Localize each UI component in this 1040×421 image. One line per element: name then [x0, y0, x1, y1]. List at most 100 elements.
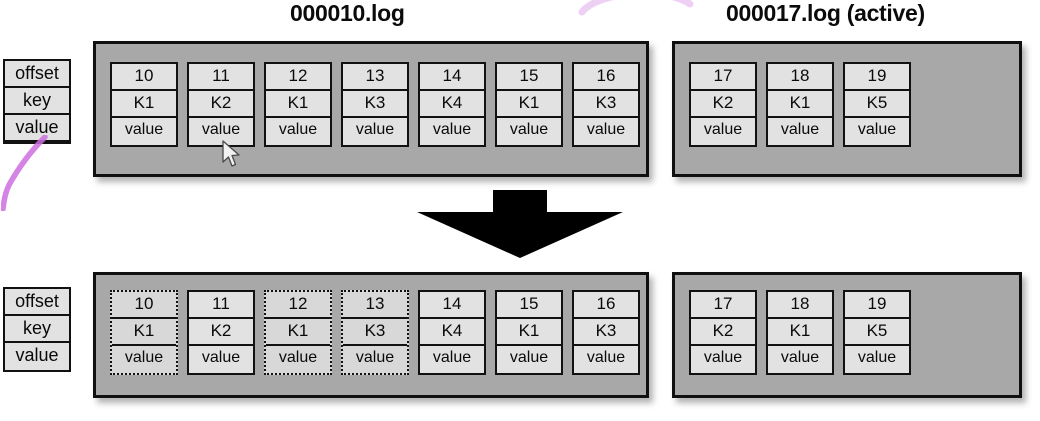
record-value: value [574, 118, 638, 145]
record-value: value [691, 346, 755, 373]
record-key: K3 [343, 319, 407, 346]
record-offset: 15 [497, 64, 561, 91]
record-value: value [266, 118, 330, 145]
record-value: value [497, 118, 561, 145]
record-key: K3 [343, 91, 407, 118]
record-value: value [845, 346, 909, 373]
record-offset: 17 [691, 64, 755, 91]
record-key: K2 [691, 319, 755, 346]
record-value: value [497, 346, 561, 373]
record-key: K1 [266, 319, 330, 346]
magenta-annotation-stroke [1, 135, 48, 211]
record-offset: 18 [768, 292, 832, 319]
record-offset: 16 [574, 64, 638, 91]
record-key: K2 [189, 319, 253, 346]
record-key: K1 [497, 91, 561, 118]
record-offset: 14 [420, 64, 484, 91]
legend-value-label: value [5, 343, 69, 370]
record-value: value [420, 346, 484, 373]
record-key: K2 [189, 91, 253, 118]
mouse-pointer-icon [222, 140, 240, 167]
record-key: K3 [574, 91, 638, 118]
record-value: value [266, 346, 330, 373]
record-key: K1 [266, 91, 330, 118]
record-key: K5 [845, 91, 909, 118]
record-key: K4 [420, 91, 484, 118]
record-value: value [343, 118, 407, 145]
record-key: K4 [420, 319, 484, 346]
record-value: value [112, 346, 176, 373]
record-value: value [574, 346, 638, 373]
record-value: value [112, 118, 176, 145]
legend-offset-label: offset [5, 61, 69, 88]
record-offset: 13 [343, 292, 407, 319]
legend-after: offset key value [3, 287, 71, 372]
record-offset: 12 [266, 64, 330, 91]
segment-title-active: 000017.log (active) [726, 0, 925, 26]
record-offset: 14 [420, 292, 484, 319]
record-value: value [691, 118, 755, 145]
record-key: K2 [691, 91, 755, 118]
magenta-annotation-arc [578, 0, 694, 16]
record-offset: 12 [266, 292, 330, 319]
record-offset: 18 [768, 64, 832, 91]
record-key: K1 [112, 319, 176, 346]
record-value: value [343, 346, 407, 373]
record-offset: 17 [691, 292, 755, 319]
record-value: value [420, 118, 484, 145]
legend-before: offset key value [1, 59, 71, 211]
segment-title-before: 000010.log [290, 0, 405, 26]
record-key: K1 [497, 319, 561, 346]
record-offset: 15 [497, 292, 561, 319]
record-value: value [189, 118, 253, 145]
record-offset: 13 [343, 64, 407, 91]
record-offset: 10 [112, 64, 176, 91]
legend-value-label: value [5, 115, 69, 142]
record-offset: 10 [112, 292, 176, 319]
legend-key-label: key [5, 88, 69, 115]
record-key: K1 [768, 319, 832, 346]
legend-key-label: key [5, 316, 69, 343]
down-arrow-icon [417, 190, 623, 258]
record-offset: 16 [574, 292, 638, 319]
legend-offset-label: offset [5, 289, 69, 316]
record-key: K1 [768, 91, 832, 118]
record-key: K5 [845, 319, 909, 346]
record-key: K3 [574, 319, 638, 346]
record-value: value [768, 346, 832, 373]
record-value: value [768, 118, 832, 145]
record-key: K1 [112, 91, 176, 118]
record-offset: 19 [845, 292, 909, 319]
record-value: value [845, 118, 909, 145]
record-offset: 11 [189, 64, 253, 91]
